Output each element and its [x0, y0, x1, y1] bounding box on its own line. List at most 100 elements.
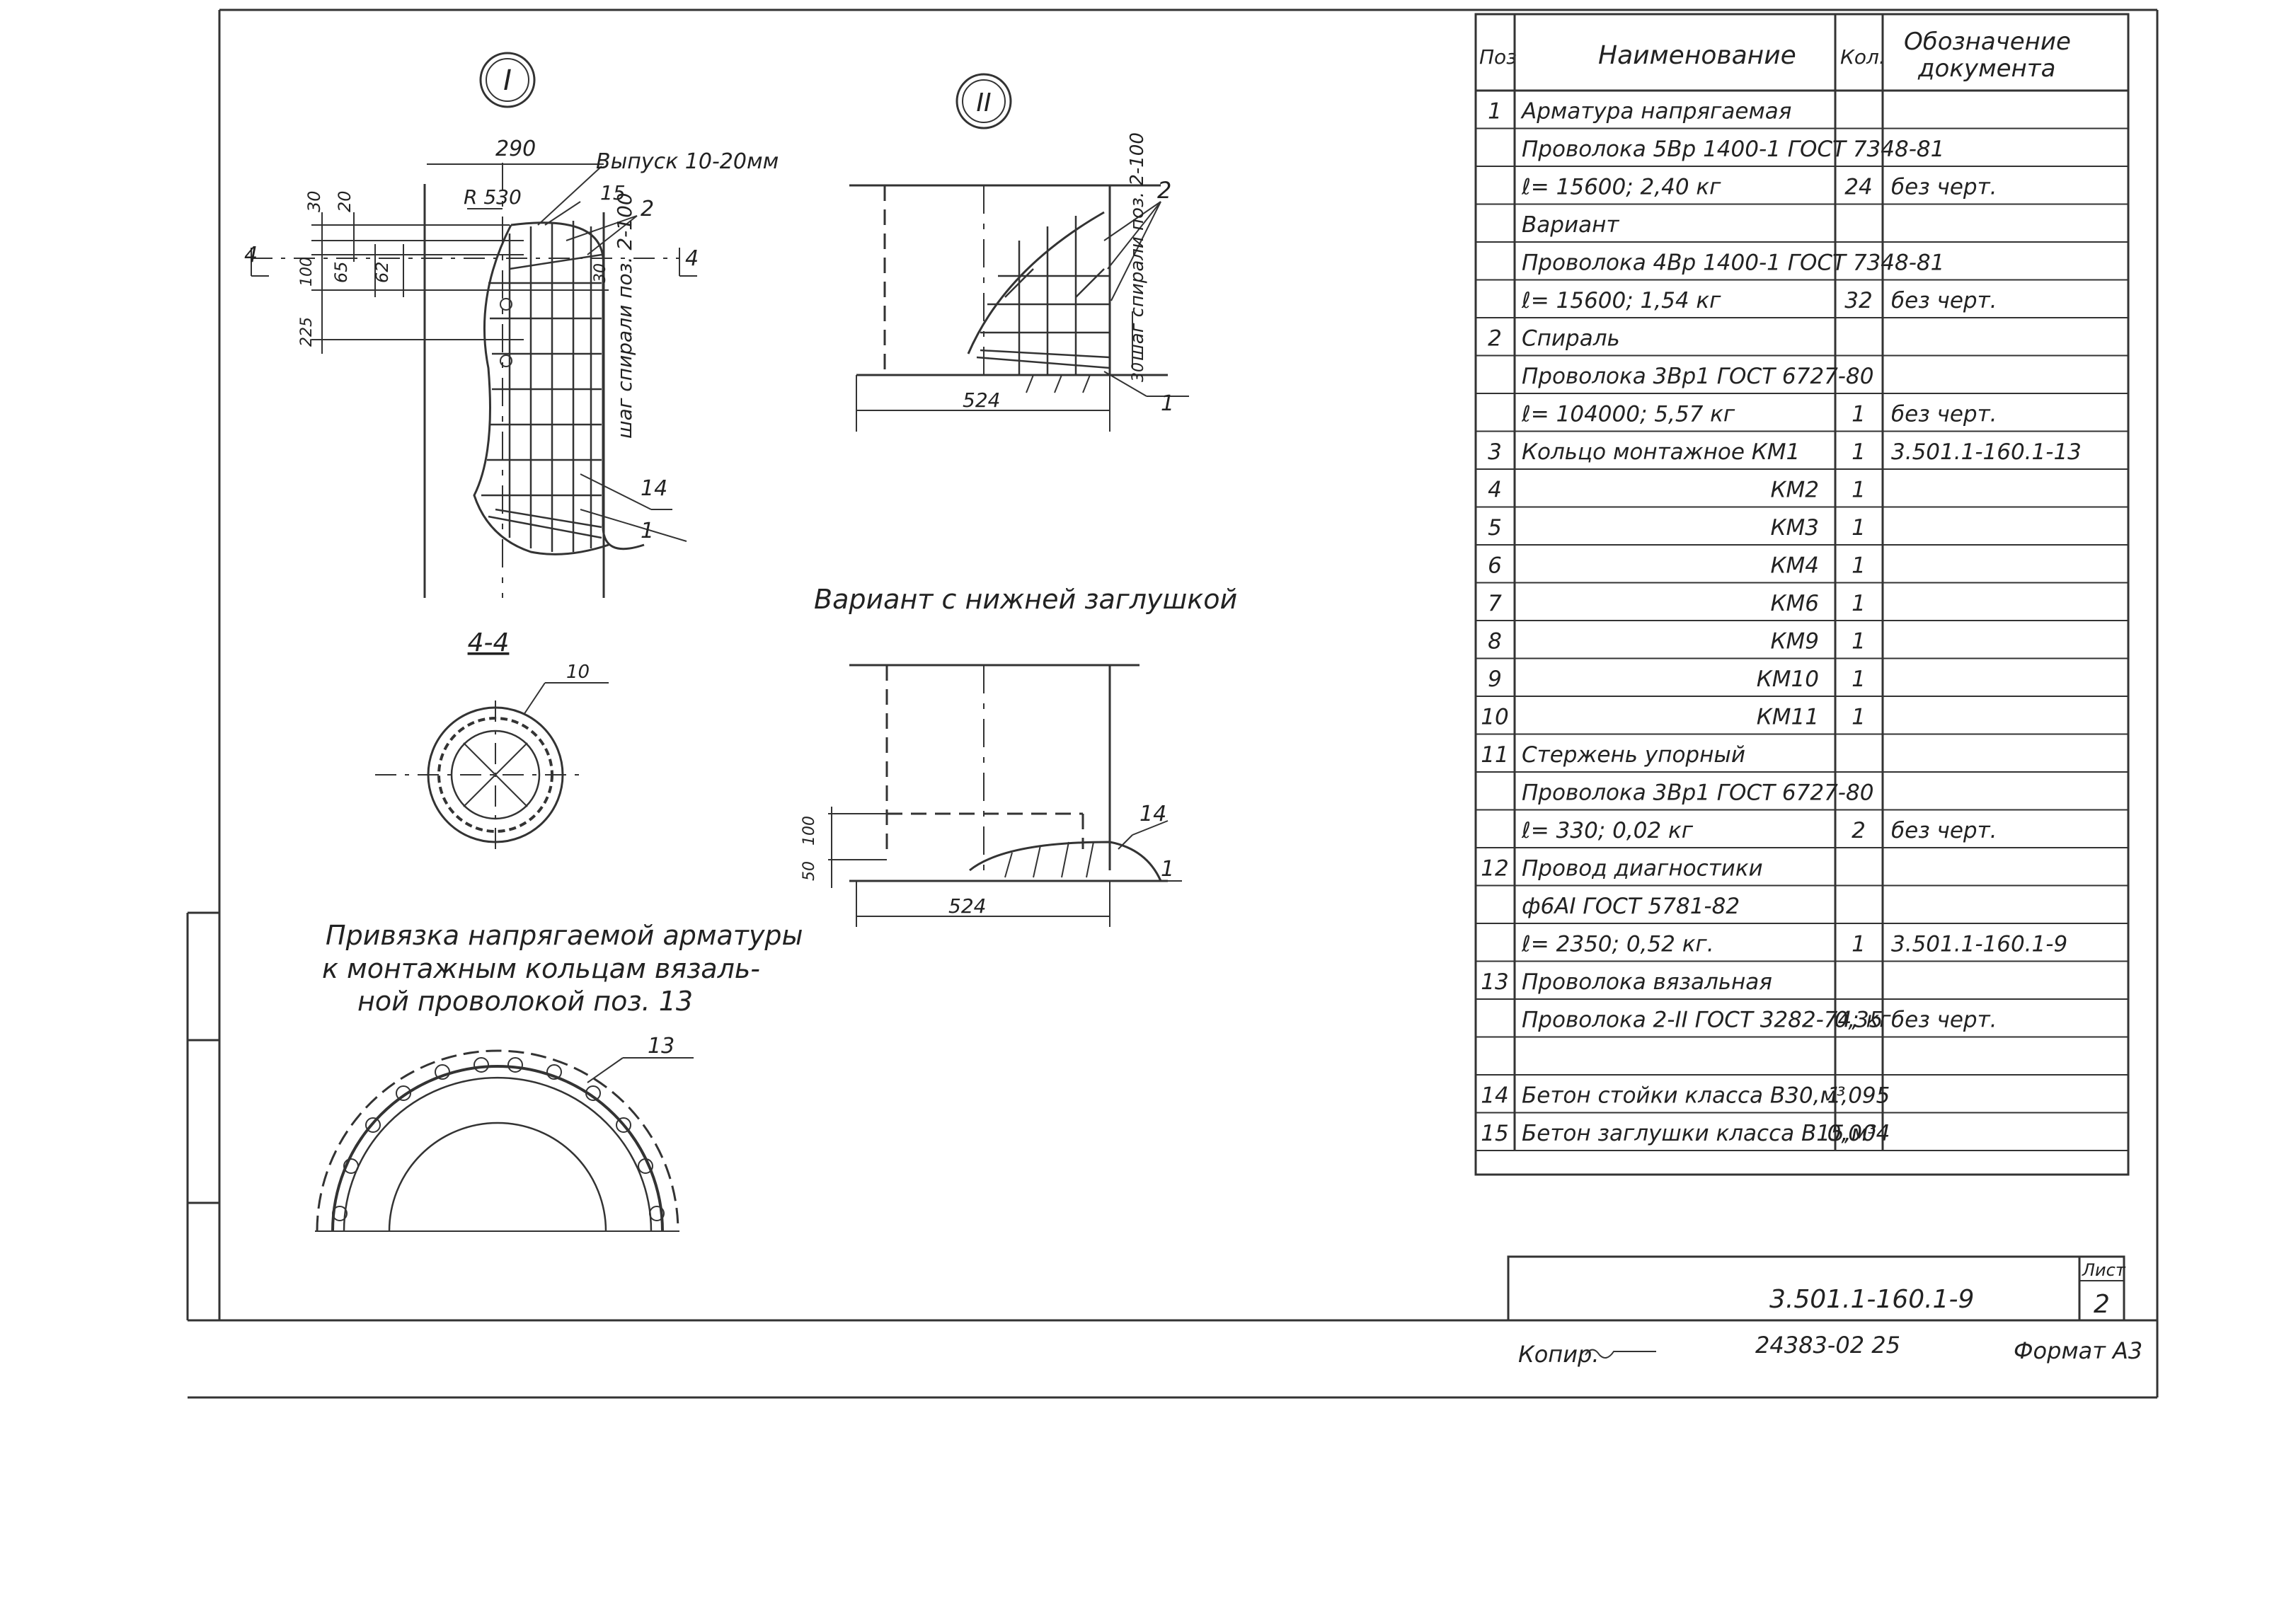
dim-30-v2: 30: [1130, 362, 1147, 382]
view-2: II: [849, 73, 1189, 432]
row-name: Проволока 2-II ГОСТ 3282-74; кг: [1522, 1008, 1891, 1033]
dim-50-var: 50: [800, 861, 818, 881]
dim-65: 65: [331, 261, 351, 283]
row-pos: 13: [1481, 969, 1508, 995]
table-row: 5 КМ3 1: [1476, 515, 2128, 546]
section-mark-left: 4: [244, 243, 258, 267]
row-qty: 32: [1844, 288, 1872, 313]
dim-62: 62: [372, 261, 392, 283]
row-qty: 1: [1852, 553, 1866, 579]
row-name: КМ11: [1757, 705, 1819, 730]
row-name: Проволока 3Вр1 ГОСТ 6727-80: [1522, 364, 1873, 389]
view-1-label: I: [503, 64, 512, 97]
row-qty: 1: [1852, 667, 1866, 692]
row-name: Проволока 5Вр 1400-1 ГОСТ 7348-81: [1522, 137, 1944, 162]
binding-detail: Привязка напрягаемой арматуры к монтажны…: [315, 920, 803, 1232]
row-name: КМ10: [1757, 667, 1819, 692]
binding-title-line3: ной проволокой поз. 13: [357, 986, 693, 1017]
row-qty: 24: [1844, 175, 1872, 200]
row-name: Кольцо монтажное КМ1: [1522, 439, 1800, 465]
row-pos: 7: [1488, 591, 1502, 616]
row-name: ℓ= 15600; 2,40 кг: [1521, 175, 1721, 200]
pos-10-label: 10: [566, 662, 590, 683]
row-pos: 15: [1481, 1121, 1508, 1146]
pitch-note-v2: шаг спирали поз. 2-100: [1127, 132, 1148, 361]
table-row: 12 Провод диагностики: [1476, 856, 2128, 887]
table-row: Вариант: [1476, 212, 2128, 243]
row-name: Проволока 4Вр 1400-1 ГОСТ 7348-81: [1522, 250, 1944, 276]
row-name: КМ3: [1771, 515, 1819, 541]
table-row: Проволока 3Вр1 ГОСТ 6727-80: [1476, 364, 2128, 394]
dim-100-var: 100: [800, 816, 818, 846]
row-pos: 4: [1488, 478, 1502, 503]
row-name: Провод диагностики: [1522, 856, 1763, 882]
row-pos: 2: [1488, 326, 1502, 352]
row-pos: 14: [1481, 1083, 1508, 1109]
table-row: Проволока 2-II ГОСТ 3282-74; кг0,35 без ч…: [1476, 1008, 2128, 1038]
footer: Копир. 24383-02 25 Формат А3: [1518, 1332, 2142, 1368]
pos-1-label-v1: 1: [641, 519, 654, 543]
row-qty: 1: [1852, 402, 1866, 427]
section-mark-right: 4: [685, 246, 699, 271]
row-qty: 2: [1852, 818, 1866, 843]
row-qty: 0,35: [1834, 1008, 1883, 1033]
pos-13-label: 13: [648, 1034, 675, 1059]
pos-1-label-v2: 1: [1161, 391, 1174, 416]
row-name: Арматура напрягаемая: [1520, 99, 1791, 125]
table-row: 9 КМ10 1: [1476, 667, 2128, 697]
row-pos: 5: [1488, 515, 1502, 541]
row-name: ф6АI ГОСТ 5781-82: [1522, 894, 1740, 919]
row-name: КМ2: [1771, 478, 1819, 503]
row-qty: 1: [1852, 591, 1866, 616]
row-pos: 6: [1488, 553, 1502, 579]
row-doc: без черт.: [1891, 818, 1997, 843]
pos-14-label-var: 14: [1140, 802, 1166, 826]
dim-225: 225: [298, 317, 316, 347]
row-pos: 12: [1481, 856, 1508, 882]
dim-290: 290: [495, 137, 536, 161]
table-row: Проволока 5Вр 1400-1 ГОСТ 7348-81: [1476, 137, 2128, 167]
table-row: Проволока 4Вр 1400-1 ГОСТ 7348-81: [1476, 250, 2128, 281]
row-name: ℓ= 330; 0,02 кг: [1521, 818, 1694, 843]
binding-title-line1: Привязка напрягаемой арматуры: [326, 920, 803, 951]
variant-title: Вариант с нижней заглушкой: [814, 584, 1237, 615]
row-name: Проволока 3Вр1 ГОСТ 6727-80: [1522, 780, 1873, 806]
copied-label: Копир.: [1518, 1341, 1600, 1368]
dim-100: 100: [298, 257, 316, 287]
archive-number: 24383-02 25: [1755, 1332, 1900, 1359]
row-qty: 1,095: [1827, 1083, 1890, 1109]
table-row: ф6АI ГОСТ 5781-82: [1476, 894, 2128, 924]
row-qty: 1: [1852, 515, 1866, 541]
pos-14-label-v1: 14: [641, 476, 667, 501]
row-pos: 9: [1488, 667, 1502, 692]
dim-20: 20: [335, 190, 355, 212]
row-doc: без черт.: [1891, 1008, 1997, 1033]
format-label: Формат А3: [2014, 1337, 2142, 1364]
dim-30-b: 30: [592, 263, 609, 283]
pos-15-label: 15: [600, 181, 626, 204]
row-name: ℓ= 15600; 1,54 кг: [1521, 288, 1721, 313]
row-pos: 11: [1481, 742, 1508, 768]
dim-r530: R 530: [464, 185, 522, 209]
row-qty: 1: [1852, 478, 1866, 503]
header-pos: Поз: [1479, 45, 1517, 69]
sheet-label: Лист: [2082, 1260, 2126, 1280]
row-qty: 0,004: [1827, 1121, 1890, 1146]
header-name: Наименование: [1598, 41, 1796, 70]
table-row: Проволока 3Вр1 ГОСТ 6727-80: [1476, 780, 2128, 811]
pitch-note-v1: шаг спирали поз. 2-100: [613, 192, 636, 439]
